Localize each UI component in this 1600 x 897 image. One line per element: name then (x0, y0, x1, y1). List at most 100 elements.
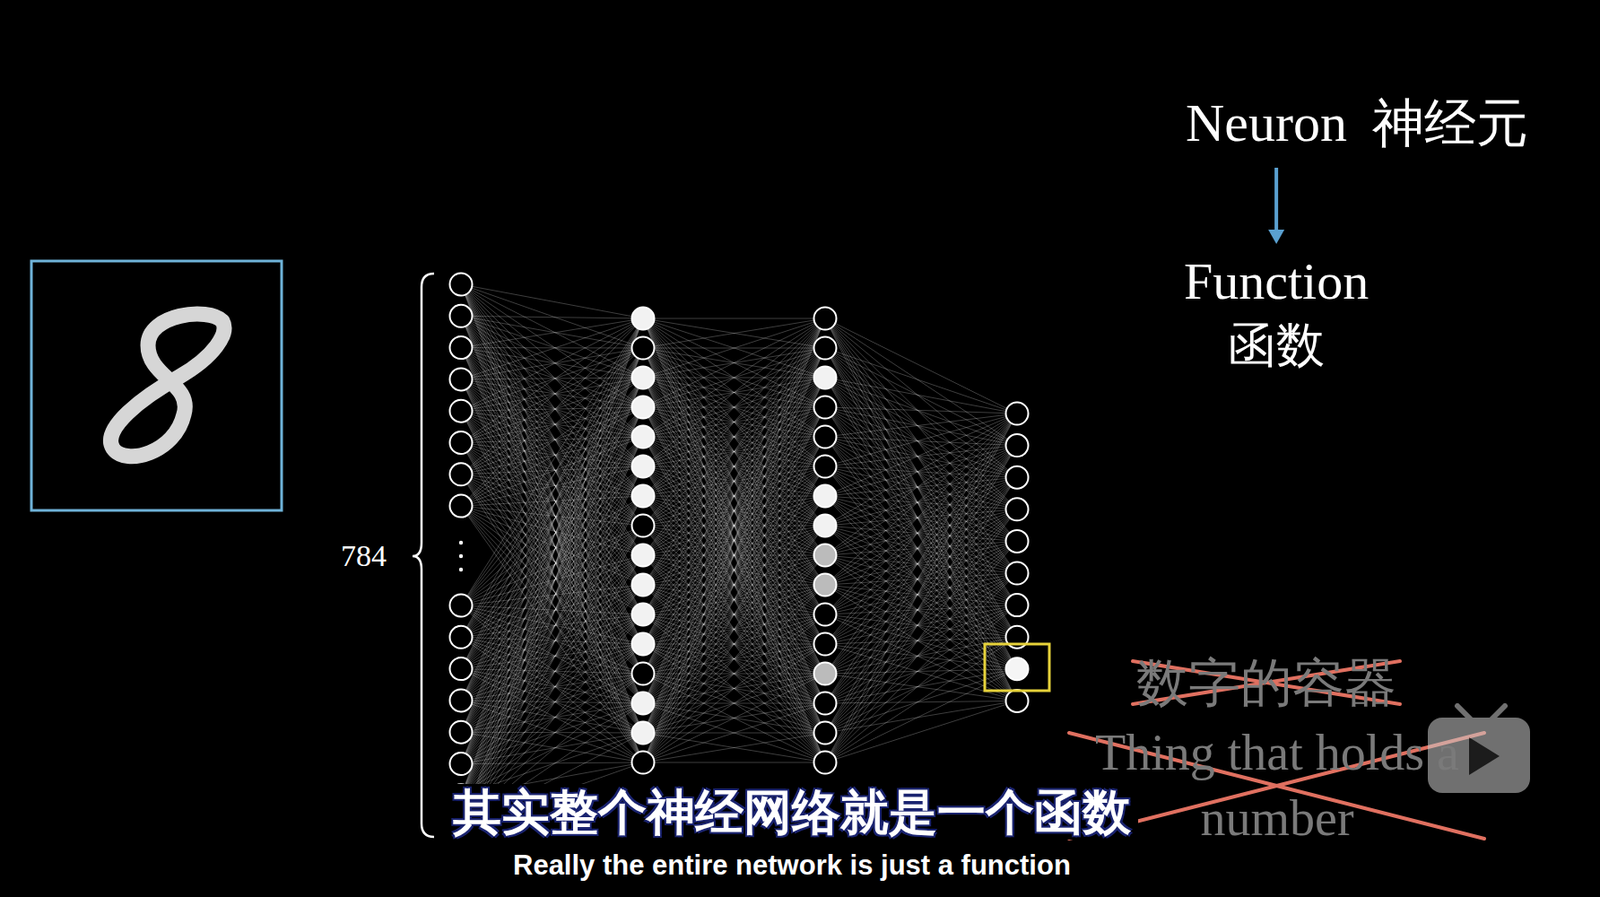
weight-line (825, 477, 1018, 644)
weight-line (825, 495, 1018, 637)
weight-line (825, 407, 1018, 510)
weight-line (460, 379, 644, 408)
weight-line (643, 318, 826, 496)
neuron-circle (450, 273, 473, 296)
neurons (450, 273, 1029, 839)
weight-line (825, 477, 1018, 615)
weight-line (460, 436, 644, 827)
weight-line (825, 540, 1018, 674)
neuron-circle (450, 304, 473, 328)
concept-box: Function函数 (1183, 249, 1369, 375)
neuron-circle (632, 307, 655, 331)
weight-line (460, 318, 644, 701)
weight-line (825, 525, 1018, 574)
weight-line (825, 643, 1018, 670)
neuron-circle (814, 366, 837, 390)
weight-line (825, 413, 1018, 704)
weight-line (825, 436, 1018, 446)
neuron-circle (814, 485, 837, 508)
weight-line (643, 318, 826, 556)
weight-line (460, 315, 644, 733)
weight-line (643, 762, 826, 764)
weight-line (460, 474, 644, 733)
neuron-circle (1006, 657, 1029, 680)
weight-line (825, 413, 1018, 437)
neuron-circle (1006, 466, 1029, 489)
weight-line (825, 540, 1018, 733)
weight-line (825, 436, 1018, 637)
weight-line (460, 377, 644, 732)
weight-line (825, 573, 1018, 733)
weight-line (460, 318, 644, 380)
weight-line (643, 318, 826, 674)
weight-line (643, 318, 826, 378)
concept-text: Function (1183, 249, 1369, 315)
weight-line (460, 407, 644, 796)
weight-line (825, 377, 1018, 414)
weight-line (643, 318, 826, 733)
neuron-circle (814, 633, 837, 656)
weight-line (460, 347, 644, 827)
weight-line (825, 413, 1018, 733)
weight-line (825, 445, 1018, 674)
weight-line (825, 700, 1018, 763)
concept-heading: Neuron神经元 (1185, 89, 1529, 157)
weight-line (825, 573, 1018, 615)
weight-line (460, 315, 644, 319)
neuron-circle (450, 462, 473, 486)
neuron-circle (1006, 434, 1029, 457)
weight-line (825, 413, 1018, 526)
neuron-circle (632, 544, 655, 567)
weight-line (825, 445, 1018, 763)
neuron-circle (450, 752, 473, 775)
weight-line (643, 318, 826, 437)
weight-line (643, 318, 826, 496)
weight-line (643, 614, 826, 763)
ellipsis-dot (459, 567, 463, 572)
weight-line (825, 509, 1018, 704)
weight-line (825, 509, 1018, 615)
neuron-circle (814, 426, 837, 449)
neuron-circle (450, 594, 473, 618)
weight-line (825, 509, 1018, 644)
weight-line (460, 407, 644, 732)
handwritten-digit (111, 313, 225, 457)
weight-line (825, 573, 1018, 763)
weight-line (643, 584, 826, 763)
neuron-circle (814, 751, 837, 774)
weight-line (460, 284, 644, 704)
weight-line (825, 573, 1018, 644)
weight-line (825, 407, 1018, 414)
weight-line (460, 318, 644, 827)
weight-line (643, 318, 826, 320)
weight-line (643, 584, 826, 763)
weight-line (460, 377, 644, 827)
neuron-circle (814, 337, 837, 360)
weight-line (825, 413, 1018, 615)
weight-line (825, 318, 1018, 510)
weight-line (643, 407, 826, 763)
weight-line (460, 347, 644, 506)
neuron-circle (814, 603, 837, 627)
weight-line (460, 466, 644, 796)
neuron-circle (632, 455, 655, 479)
weight-line (825, 509, 1018, 526)
weight-line (460, 377, 644, 670)
weight-line (643, 673, 826, 763)
neuron-circle (632, 396, 655, 419)
weight-line (460, 284, 644, 733)
weight-line (825, 436, 1018, 606)
layer-size: 784 (340, 538, 387, 574)
weight-line (460, 347, 644, 637)
weight-line (825, 573, 1018, 585)
weight-line (643, 347, 826, 763)
weight-line (825, 636, 1018, 763)
weight-line (460, 347, 644, 378)
weight-line (825, 318, 1018, 574)
concept-text: 神经元 (1372, 90, 1529, 157)
arrow-head (1268, 229, 1285, 244)
neuron-circle (814, 662, 837, 686)
weight-line (460, 407, 644, 765)
weight-line (825, 614, 1018, 701)
weight-line (643, 318, 826, 674)
